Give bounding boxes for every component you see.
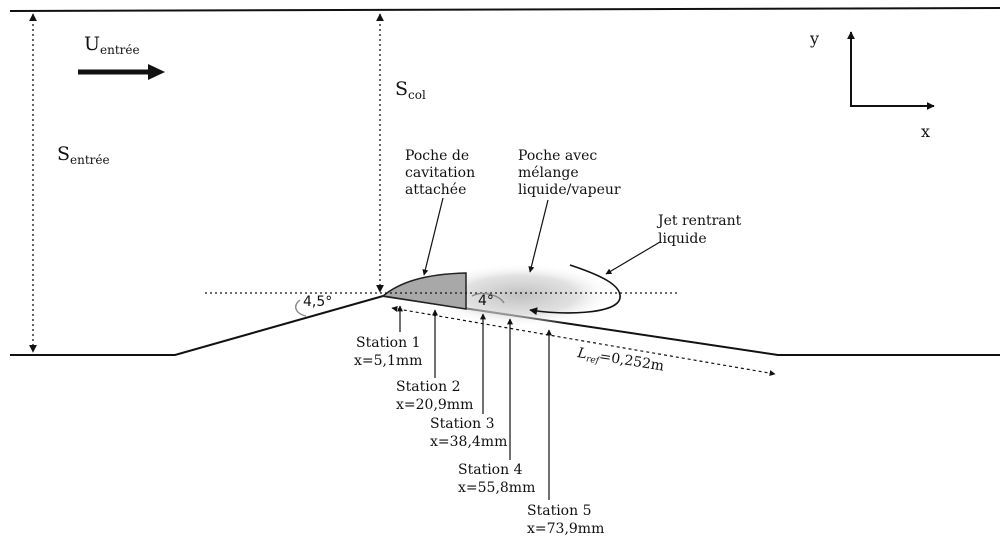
lref-label: Lref=0,252m [575,345,665,377]
station-3-label: Station 3 x=38,4mm [430,416,507,450]
lref-dimension [391,305,776,377]
reentrant-jet-curve [529,264,621,316]
mixture-pocket-label: Poche avec mélange liquide/vapeur [518,148,621,198]
u-entree-label: Uentrée [84,33,140,57]
x-axis-label: x [921,122,930,141]
top-wall [9,7,1001,12]
y-axis-label: y [809,29,819,48]
station-5-label: Station 5 x=73,9mm [527,503,604,537]
reentrant-jet-label: Jet rentrant liquide [656,213,746,247]
attached-cavity-pointer [422,197,444,276]
attached-cavity [381,272,467,310]
angle-arc-diverging [471,292,505,304]
s-col-label: Scol [395,78,426,102]
angle-diverging-label: 4° [478,293,494,309]
station-4-label: Station 4 x=55,8mm [458,462,535,496]
reentrant-jet-pointer [605,241,661,275]
attached-cavity-label: Poche de cavitation attachée [405,148,480,198]
s-entree-label: Sentrée [57,143,110,167]
station-1-label: Station 1 x=5,1mm [354,335,425,369]
inlet-velocity-arrowhead [148,64,165,80]
station-2-label: Station 2 x=20,9mm [396,379,473,413]
angle-arc-converging [295,299,307,317]
mixture-pocket-pointer [528,199,549,273]
angle-converging-label: 4,5° [303,294,332,310]
station-markers [397,305,552,500]
